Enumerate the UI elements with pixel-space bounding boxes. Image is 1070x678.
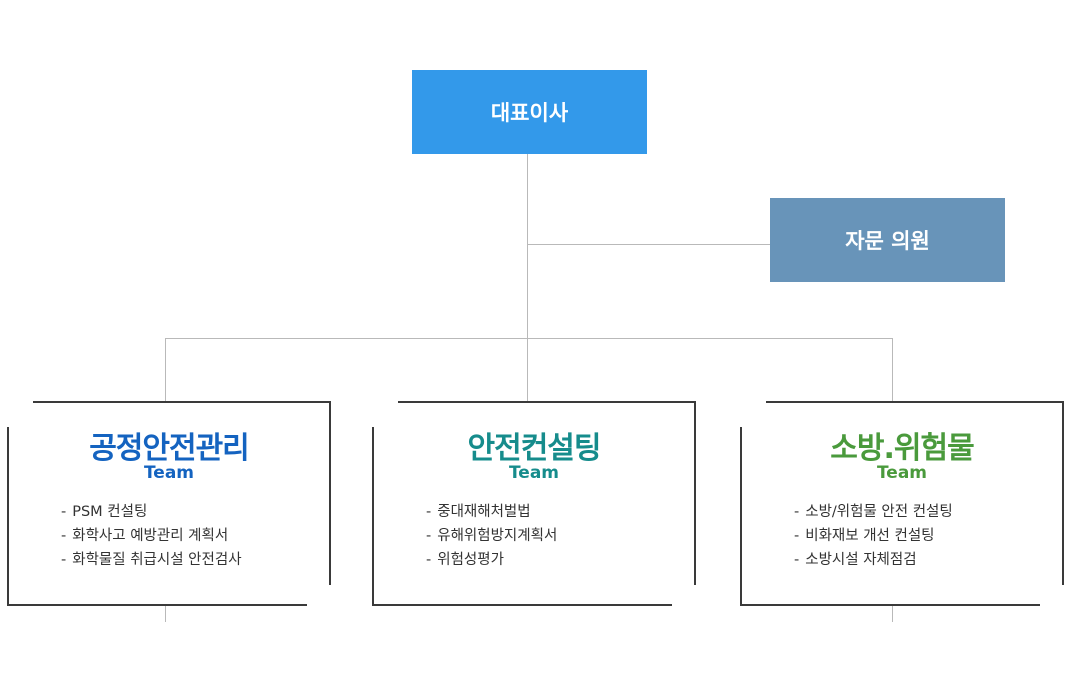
dash-bullet: - bbox=[794, 552, 800, 568]
list-item-text: 소방시설 자체점검 bbox=[805, 552, 917, 568]
team-box-safety-consulting: 안전컨설팅 Team -중대재해처벌법 -유해위험방지계획서 -위험성평가 bbox=[372, 401, 696, 606]
box-border bbox=[398, 401, 696, 403]
list-item: -화학사고 예방관리 계획서 bbox=[61, 524, 242, 548]
ceo-box: 대표이사 bbox=[412, 70, 647, 154]
box-border bbox=[329, 401, 331, 585]
box-border bbox=[372, 604, 672, 606]
list-item: -화학물질 취급시설 안전검사 bbox=[61, 548, 242, 572]
connector-right-stub bbox=[892, 606, 893, 622]
list-item: -유해위험방지계획서 bbox=[426, 524, 557, 548]
team-item-list: -중대재해처벌법 -유해위험방지계획서 -위험성평가 bbox=[426, 500, 557, 572]
box-border bbox=[1062, 401, 1064, 585]
connector-right-drop bbox=[892, 338, 893, 401]
list-item: -PSM 컨설팅 bbox=[61, 500, 242, 524]
dash-bullet: - bbox=[794, 528, 800, 544]
dash-bullet: - bbox=[426, 504, 432, 520]
list-item-text: 소방/위험물 안전 컨설팅 bbox=[805, 504, 953, 520]
team-item-list: -소방/위험물 안전 컨설팅 -비화재보 개선 컨설팅 -소방시설 자체점검 bbox=[794, 500, 953, 572]
box-border bbox=[7, 427, 9, 606]
list-item: -위험성평가 bbox=[426, 548, 557, 572]
box-border bbox=[766, 401, 1064, 403]
list-item: -소방/위험물 안전 컨설팅 bbox=[794, 500, 953, 524]
connector-ceo-vertical bbox=[527, 154, 528, 401]
list-item: -중대재해처벌법 bbox=[426, 500, 557, 524]
box-border bbox=[740, 604, 1040, 606]
team-title: 안전컨설팅 bbox=[467, 431, 602, 466]
dash-bullet: - bbox=[61, 552, 67, 568]
connector-horizontal bbox=[165, 338, 893, 339]
box-border bbox=[694, 401, 696, 585]
team-subtitle: Team bbox=[508, 463, 560, 483]
connector-left-drop bbox=[165, 338, 166, 401]
team-title: 공정안전관리 bbox=[89, 431, 250, 466]
list-item-text: 위험성평가 bbox=[437, 552, 504, 568]
list-item-text: 비화재보 개선 컨설팅 bbox=[805, 528, 935, 544]
box-border bbox=[7, 604, 307, 606]
team-subtitle: Team bbox=[876, 463, 928, 483]
ceo-label: 대표이사 bbox=[490, 101, 569, 125]
list-item: -비화재보 개선 컨설팅 bbox=[794, 524, 953, 548]
box-border bbox=[33, 401, 331, 403]
list-item-text: 유해위험방지계획서 bbox=[437, 528, 558, 544]
dash-bullet: - bbox=[794, 504, 800, 520]
team-title: 소방.위험물 bbox=[830, 431, 974, 466]
team-item-list: -PSM 컨설팅 -화학사고 예방관리 계획서 -화학물질 취급시설 안전검사 bbox=[61, 500, 242, 572]
connector-advisor bbox=[527, 244, 770, 245]
team-box-fire-hazmat: 소방.위험물 Team -소방/위험물 안전 컨설팅 -비화재보 개선 컨설팅 … bbox=[740, 401, 1064, 606]
dash-bullet: - bbox=[426, 528, 432, 544]
list-item: -소방시설 자체점검 bbox=[794, 548, 953, 572]
dash-bullet: - bbox=[61, 504, 67, 520]
connector-left-stub bbox=[165, 606, 166, 622]
box-border bbox=[372, 427, 374, 606]
list-item-text: 화학사고 예방관리 계획서 bbox=[72, 528, 229, 544]
team-subtitle: Team bbox=[143, 463, 195, 483]
dash-bullet: - bbox=[426, 552, 432, 568]
list-item-text: 중대재해처벌법 bbox=[437, 504, 531, 520]
box-border bbox=[740, 427, 742, 606]
dash-bullet: - bbox=[61, 528, 67, 544]
list-item-text: 화학물질 취급시설 안전검사 bbox=[72, 552, 242, 568]
advisor-label: 자문 의원 bbox=[845, 229, 930, 253]
list-item-text: PSM 컨설팅 bbox=[72, 504, 148, 520]
team-box-process-safety: 공정안전관리 Team -PSM 컨설팅 -화학사고 예방관리 계획서 -화학물… bbox=[7, 401, 331, 606]
advisor-box: 자문 의원 bbox=[770, 198, 1005, 282]
